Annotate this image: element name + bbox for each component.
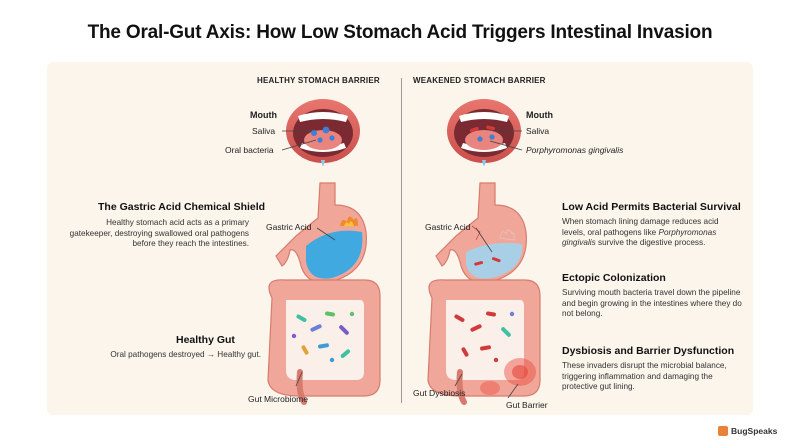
healthy-intestine-illustration: [267, 279, 381, 405]
low-acid-text-part-a: When stomach lining damage reduces acid …: [562, 217, 719, 237]
ectopic-heading: Ectopic Colonization: [562, 272, 666, 284]
healthy-saliva-label: Saliva: [252, 126, 276, 136]
healthy-stomach-illustration: [275, 182, 367, 284]
diagram-panel: [47, 62, 753, 415]
gut-barrier-label: Gut Barrier: [506, 400, 548, 410]
healthy-gut-heading: Healthy Gut: [176, 334, 235, 346]
brand-icon: [718, 426, 728, 436]
brand-name: BugSpeaks: [731, 426, 778, 436]
weakened-mouth-label: Mouth: [526, 110, 553, 120]
low-acid-text-part-c: survive the digestive process.: [597, 238, 706, 247]
shield-heading: The Gastric Acid Chemical Shield: [98, 201, 266, 213]
weakened-saliva-label: Saliva: [526, 126, 550, 136]
low-acid-heading: Low Acid Permits Bacterial Survival: [562, 201, 741, 213]
healthy-oral-bacteria-label: Oral bacteria: [225, 145, 274, 155]
low-acid-text-organism: Porphyromonas gingivalis: [562, 227, 717, 248]
healthy-gut-description: Oral pathogens destroyed → Healthy gut.: [110, 350, 261, 359]
weakened-column-header: WEAKENED STOMACH BARRIER: [413, 76, 546, 85]
healthy-mouth-label: Mouth: [250, 110, 277, 120]
gut-dysbiosis-label: Gut Dysbiosis: [413, 388, 466, 398]
page-title: The Oral-Gut Axis: How Low Stomach Acid …: [87, 22, 713, 43]
shield-description: Healthy stomach acid acts as a primary g…: [69, 218, 249, 248]
column-divider: [401, 78, 402, 403]
brand-logo: BugSpeaks: [718, 426, 777, 436]
weakened-mouth-illustration: [447, 99, 521, 166]
weakened-stomach-illustration: [435, 182, 527, 284]
weakened-gastric-acid-label: Gastric Acid: [425, 222, 471, 232]
p-gingivalis-label: Porphyromonas gingivalis: [526, 145, 624, 155]
healthy-gastric-acid-label: Gastric Acid: [266, 222, 312, 232]
gut-microbiome-label: Gut Microbiome: [248, 394, 308, 404]
dysbiosis-description: These invaders disrupt the microbial bal…: [562, 361, 727, 391]
dysbiosis-heading: Dysbiosis and Barrier Dysfunction: [562, 345, 735, 357]
low-acid-description: When stomach lining damage reduces acid …: [562, 217, 742, 249]
healthy-mouth-illustration: [286, 99, 360, 166]
weakened-intestine-illustration: [427, 279, 541, 405]
ectopic-description: Surviving mouth bacteria travel down the…: [562, 288, 742, 318]
healthy-column-header: HEALTHY STOMACH BARRIER: [257, 76, 380, 85]
